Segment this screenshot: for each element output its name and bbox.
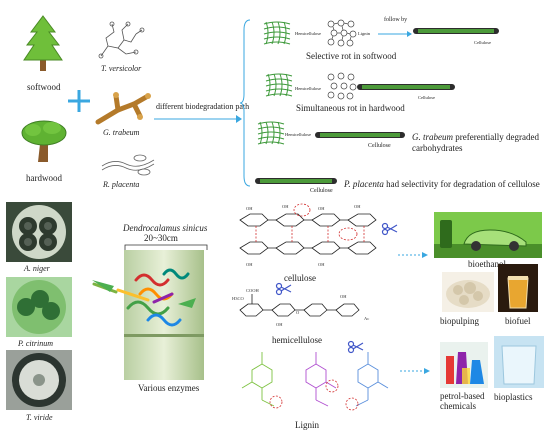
fiber-bundle-icon xyxy=(265,73,293,97)
cooh-label: COOH xyxy=(246,288,260,293)
biodegradation-path-label: different biodegradation path xyxy=(156,102,250,111)
size-bracket xyxy=(124,244,208,250)
t-viride-label: T. viride xyxy=(26,413,53,422)
oh-label: OH xyxy=(318,262,325,267)
bamboo-species-label: Dendrocalamus sinicus xyxy=(123,223,208,233)
a-niger-label: A. niger xyxy=(24,264,50,273)
cellulose-tag: Cellulose xyxy=(368,143,391,149)
g-trabeum-label: G. trabeum xyxy=(103,128,140,137)
biofuel-label: biofuel xyxy=(505,316,531,326)
oh-label: OH xyxy=(246,206,253,211)
oh-label: OH xyxy=(354,204,361,209)
simultaneous-rot-label: Simultaneous rot in hardwood xyxy=(296,103,405,113)
r-placenta-sketch xyxy=(101,154,155,176)
cellulose-structure: OH OH OH OH OH OH xyxy=(239,203,377,267)
dotted-arrow xyxy=(398,252,428,258)
p-citrinum-label: P. citrinum xyxy=(18,339,53,348)
hardwood-tree-icon xyxy=(21,120,67,162)
fiber-bundle-icon xyxy=(257,121,285,145)
scissors-icon xyxy=(347,340,364,354)
hardwood-label: hardwood xyxy=(26,173,62,183)
plus-icon xyxy=(68,90,90,112)
path-arrow xyxy=(154,115,242,123)
petrol-chemicals-label: petrol-based chemicals xyxy=(440,391,485,411)
bioethanol-image xyxy=(434,212,542,258)
lignin-network-icon xyxy=(327,72,357,100)
p-placenta-name: P. placenta xyxy=(344,179,384,189)
bracket-brace xyxy=(239,19,251,187)
softwood-tree-icon xyxy=(23,15,63,71)
r-placenta-label: R. placenta xyxy=(103,180,140,189)
t-versicolor-sketch xyxy=(98,21,145,59)
petrol-chemicals-image xyxy=(440,342,488,388)
g-trabeum-text: preferentially degraded carbohydrates xyxy=(412,132,539,153)
oh-label: OH xyxy=(340,294,347,299)
fiber-bundle-icon xyxy=(263,21,291,45)
cellulose-molecule-label: cellulose xyxy=(284,273,316,283)
t-versicolor-label: T. versicolor xyxy=(101,64,142,73)
dotted-arrow xyxy=(400,368,430,374)
ac-label: Ac xyxy=(364,316,369,321)
hemicellulose-tag: Hemicellulose xyxy=(295,31,321,36)
biofuel-image xyxy=(498,264,538,312)
hemicellulose-molecule-label: hemicellulose xyxy=(272,335,322,345)
biopulping-label: biopulping xyxy=(440,316,480,326)
lignin-network-icon xyxy=(327,19,357,47)
cellulose-tag: Cellulose xyxy=(418,95,435,100)
follow-by-label: follow by xyxy=(384,17,408,23)
hemicellulose-tag: Hemicellulose xyxy=(285,132,311,137)
biopulping-image xyxy=(442,272,494,312)
lignin-structure xyxy=(241,352,389,411)
bamboo-enzymes-image xyxy=(92,250,204,380)
cellulose-tag: Cellulose xyxy=(310,188,333,194)
selective-rot-label: Selective rot in softwood xyxy=(306,51,397,61)
g-trabeum-branch xyxy=(95,92,151,125)
p-placenta-desc: P. placenta had selectivity for degradat… xyxy=(344,179,540,189)
cellulose-fiber xyxy=(413,28,499,34)
cellulose-tag: Cellulose xyxy=(474,40,491,45)
g-trabeum-name: G. trabeum xyxy=(412,132,453,142)
oh-label: OH xyxy=(276,322,283,327)
scissors-icon xyxy=(381,222,398,236)
g-trabeum-desc: G. trabeum preferentially degraded carbo… xyxy=(412,132,544,154)
bamboo-size-label: 20~30cm xyxy=(144,233,178,243)
bioplastics-image xyxy=(494,336,544,388)
hemicellulose-tag: Hemicellulose xyxy=(295,86,321,91)
hemicellulose-structure: COOH H3CO OH OH Ac O xyxy=(232,288,369,327)
oh-label: OH xyxy=(318,206,325,211)
softwood-label: softwood xyxy=(27,82,61,92)
lignin-tag: Lignin xyxy=(358,31,370,36)
bioplastics-label: bioplastics xyxy=(494,392,533,402)
oh-label: OH xyxy=(282,204,289,209)
t-viride-dish xyxy=(6,350,72,410)
cellulose-fiber xyxy=(357,84,455,90)
a-niger-dish xyxy=(6,202,72,262)
cellulose-fiber xyxy=(255,178,337,184)
enzymes-label: Various enzymes xyxy=(138,383,200,393)
o-label: O xyxy=(296,310,300,315)
scissors-icon xyxy=(275,282,292,296)
cellulose-fiber xyxy=(315,132,405,138)
p-placenta-text: had selectivity for degradation of cellu… xyxy=(386,179,540,189)
oh-label: OH xyxy=(246,262,253,267)
h3co-label: H3CO xyxy=(232,296,245,301)
p-citrinum-dish xyxy=(6,277,72,337)
bioethanol-label: bioethanol xyxy=(468,259,506,269)
follow-arrow xyxy=(378,31,412,37)
lignin-molecule-label: Lignin xyxy=(295,420,319,430)
